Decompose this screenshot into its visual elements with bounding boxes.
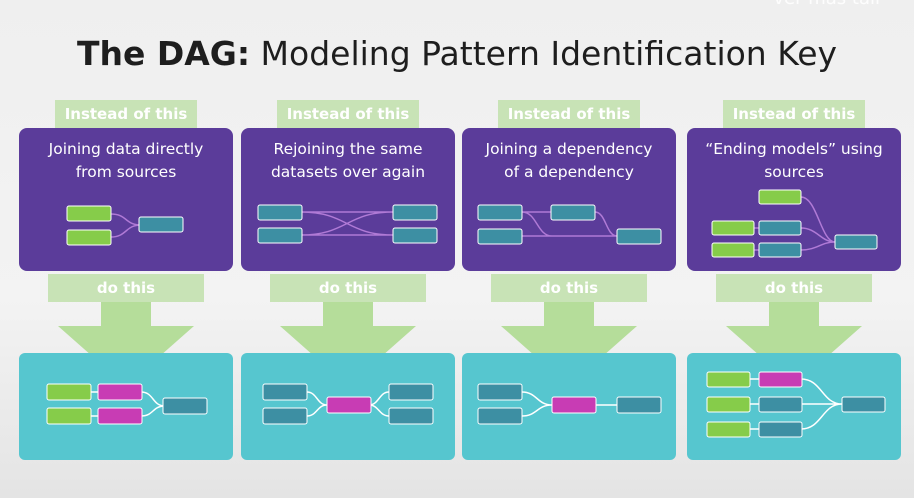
pattern-column-2: Instead of this Rejoining the same datas… <box>241 98 455 468</box>
source-node <box>66 229 112 246</box>
model-node <box>138 216 184 233</box>
model-node <box>477 204 523 221</box>
model-node <box>758 396 803 413</box>
anti-pattern-line: “Ending models” using <box>705 140 883 158</box>
model-node <box>257 204 303 221</box>
source-node <box>46 407 92 425</box>
model-node <box>262 383 308 401</box>
pattern-box <box>462 353 676 460</box>
pattern-box <box>241 353 455 460</box>
model-node <box>388 407 434 425</box>
source-node <box>66 205 112 222</box>
anti-pattern-box: “Ending models” using sources <box>687 128 901 271</box>
model-node <box>841 396 886 413</box>
do-this-label: do this <box>716 274 872 302</box>
down-arrow-icon <box>501 278 637 386</box>
model-node <box>616 396 662 414</box>
source-node <box>711 220 755 236</box>
pattern-column-1: Instead of this Joining data directly fr… <box>19 98 233 468</box>
anti-pattern-dag <box>477 204 662 245</box>
anti-pattern-text: Joining a dependency of a dependency <box>462 138 676 184</box>
staging-node <box>326 396 372 414</box>
model-node <box>262 407 308 425</box>
source-node <box>711 242 755 258</box>
anti-pattern-line: of a dependency <box>504 163 634 181</box>
pattern-dag <box>46 383 208 425</box>
pattern-column-3: Instead of this Joining a dependency of … <box>462 98 676 468</box>
model-node <box>477 228 523 245</box>
staging-node <box>97 407 143 425</box>
source-node <box>46 383 92 401</box>
do-this-label: do this <box>491 274 647 302</box>
anti-pattern-line: from sources <box>75 163 177 181</box>
source-node <box>706 371 751 388</box>
pattern-dag <box>706 371 886 438</box>
title-rest: Modeling Pattern Identification Key <box>250 34 838 73</box>
instead-label: Instead of this <box>498 100 640 128</box>
model-node <box>616 228 662 245</box>
anti-pattern-line: sources <box>764 163 824 181</box>
model-node <box>162 397 208 415</box>
source-node <box>706 421 751 438</box>
title-bold: The DAG: <box>76 34 251 73</box>
anti-pattern-line: Rejoining the same <box>273 140 423 158</box>
model-node <box>758 242 802 258</box>
source-node <box>758 189 802 205</box>
model-node <box>392 204 438 221</box>
down-arrow-icon <box>726 278 862 386</box>
down-arrow-icon <box>58 278 194 386</box>
source-node <box>706 396 751 413</box>
model-node <box>834 234 878 250</box>
model-node <box>550 204 596 221</box>
pattern-box <box>19 353 233 460</box>
anti-pattern-box: Rejoining the same datasets over again <box>241 128 455 271</box>
instead-label: Instead of this <box>723 100 865 128</box>
do-this-label: do this <box>48 274 204 302</box>
model-node <box>388 383 434 401</box>
anti-pattern-line: Joining data directly <box>48 140 204 158</box>
anti-pattern-text: “Ending models” using sources <box>687 138 901 184</box>
page-title: The DAG: Modeling Pattern Identification… <box>0 34 914 73</box>
anti-pattern-line: Joining a dependency <box>485 140 653 158</box>
anti-pattern-line: datasets over again <box>270 163 426 181</box>
pattern-box <box>687 353 901 460</box>
staging-node <box>758 371 803 388</box>
instead-label: Instead of this <box>277 100 419 128</box>
anti-pattern-dag <box>66 205 184 246</box>
anti-pattern-box: Joining data directly from sources <box>19 128 233 271</box>
model-node <box>758 220 802 236</box>
pattern-dag <box>262 383 434 425</box>
staging-node <box>551 396 597 414</box>
anti-pattern-text: Joining data directly from sources <box>19 138 233 184</box>
model-node <box>477 383 523 401</box>
model-node <box>257 227 303 244</box>
pattern-dag <box>477 383 662 425</box>
instead-label: Instead of this <box>55 100 197 128</box>
pattern-column-4: Instead of this “Ending models” using so… <box>687 98 901 468</box>
model-node <box>758 421 803 438</box>
model-node <box>477 407 523 425</box>
watermark: ver mas tali <box>773 0 880 9</box>
anti-pattern-text: Rejoining the same datasets over again <box>241 138 455 184</box>
anti-pattern-dag <box>711 189 878 258</box>
anti-pattern-box: Joining a dependency of a dependency <box>462 128 676 271</box>
do-this-label: do this <box>270 274 426 302</box>
model-node <box>392 227 438 244</box>
down-arrow-icon <box>280 278 416 386</box>
staging-node <box>97 383 143 401</box>
anti-pattern-dag <box>257 204 438 244</box>
